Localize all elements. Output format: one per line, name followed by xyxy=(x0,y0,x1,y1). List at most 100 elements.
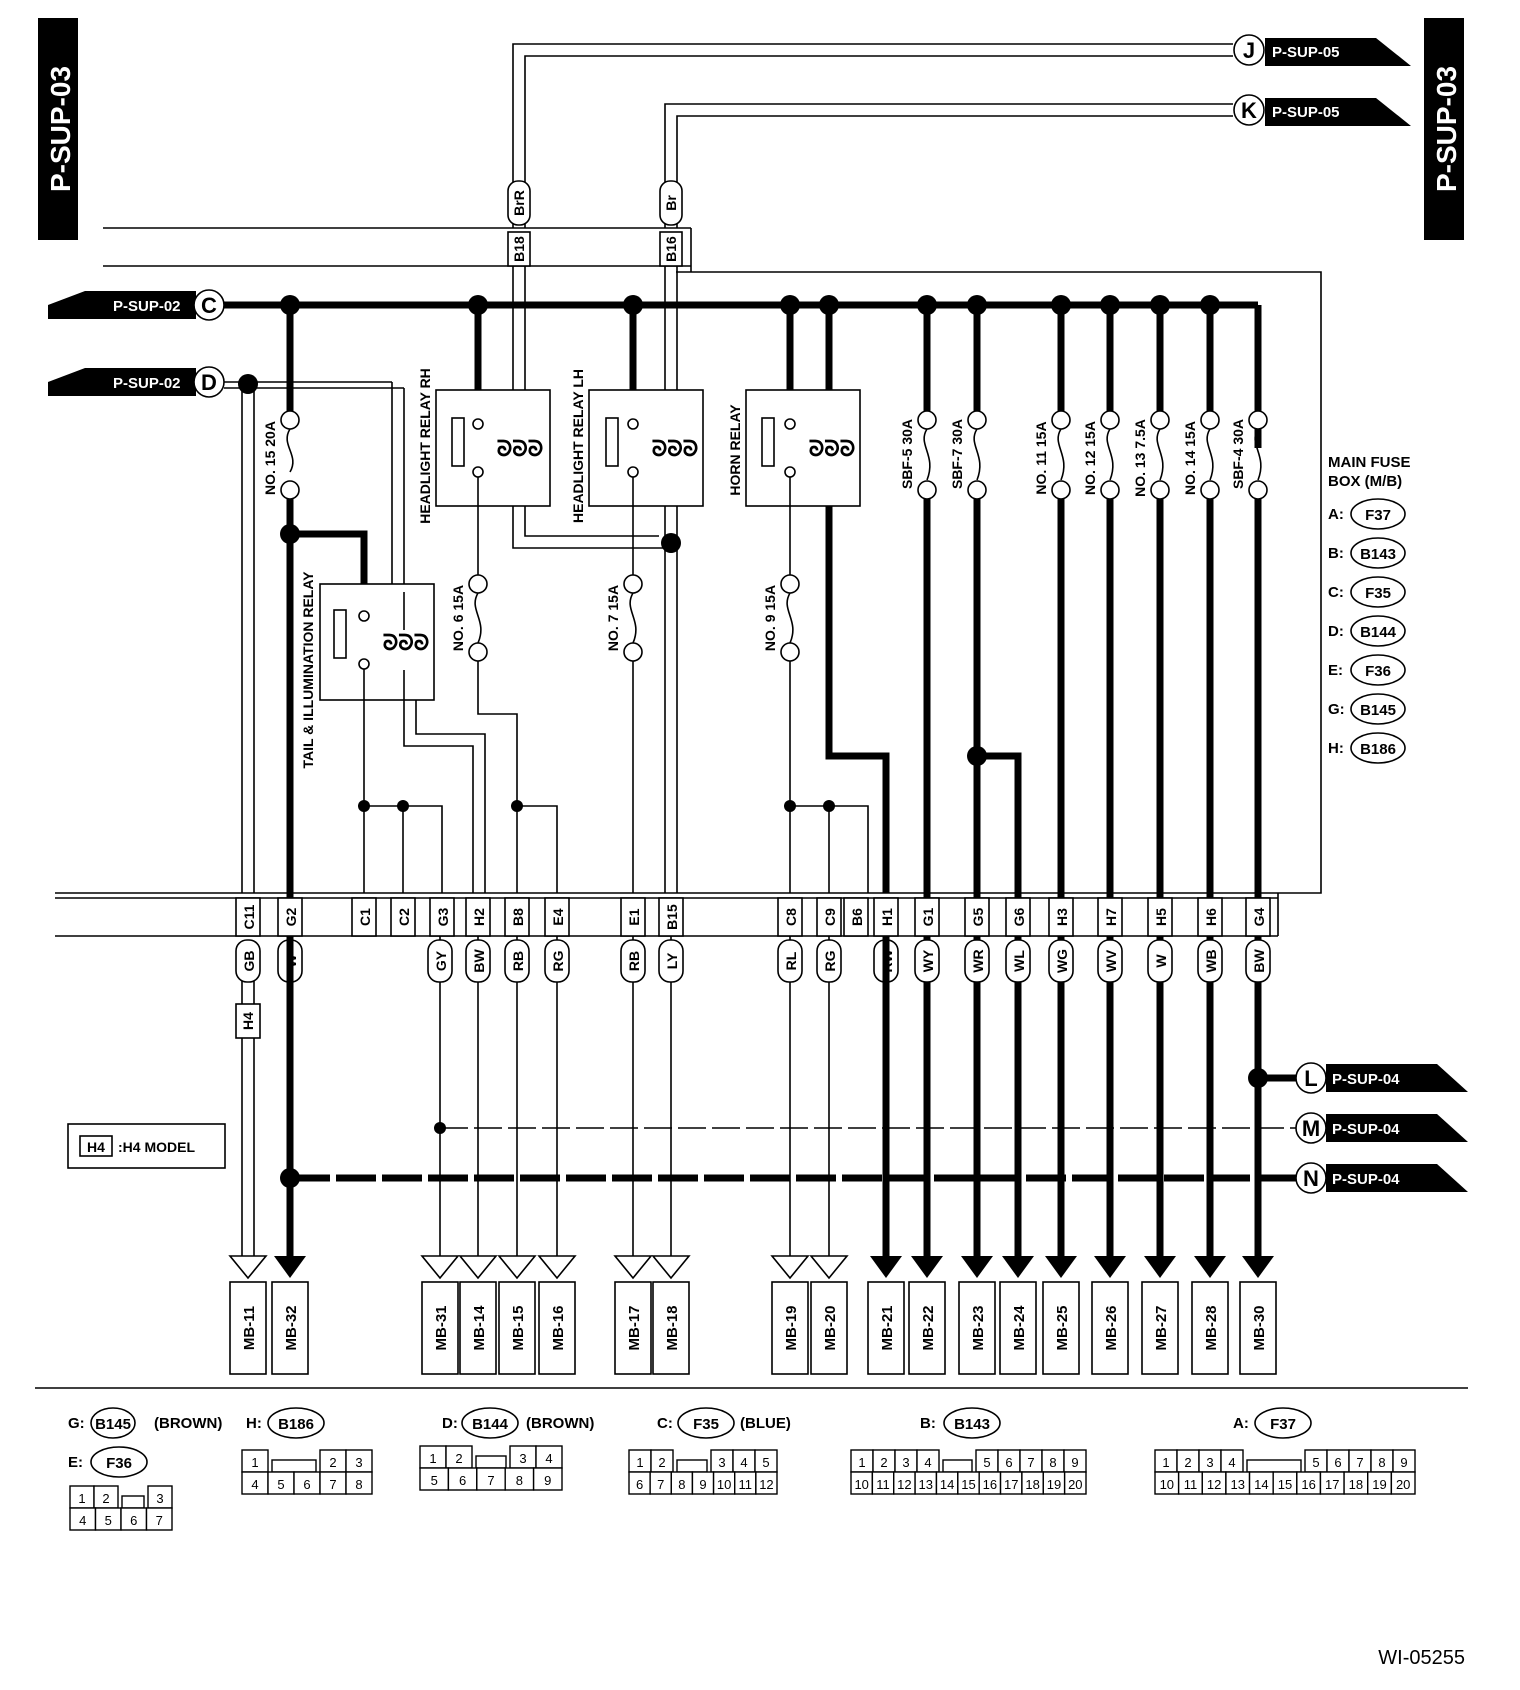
svg-text:1: 1 xyxy=(858,1455,865,1470)
figure-code: WI-05255 xyxy=(1378,1647,1465,1669)
wire-color-label: LY xyxy=(664,952,680,969)
svg-text:ᘐᘐᘐ: ᘐᘐᘐ xyxy=(383,630,429,655)
output-arrow xyxy=(274,1256,306,1278)
wire-color-tag xyxy=(1005,939,1031,983)
svg-text:2: 2 xyxy=(455,1451,462,1466)
output-box xyxy=(867,1281,905,1375)
wire-color-tag xyxy=(777,939,803,983)
terminal-label: G3 xyxy=(435,907,451,926)
svg-text:4: 4 xyxy=(545,1451,552,1466)
terminal-g2 xyxy=(277,897,303,937)
terminal-g6 xyxy=(1005,897,1031,937)
svg-text:6: 6 xyxy=(1334,1455,1341,1470)
fuse-no7: NO. 7 15A xyxy=(605,585,621,651)
terminal-b6 xyxy=(843,897,869,937)
mfb-code-g: B145 xyxy=(1360,702,1396,719)
svg-text:15: 15 xyxy=(1278,1477,1292,1492)
conn-a-code: F37 xyxy=(1270,1416,1296,1433)
conn-g-code: B145 xyxy=(95,1416,131,1433)
svg-text:9: 9 xyxy=(699,1477,706,1492)
output-label: MB-24 xyxy=(1011,1305,1028,1351)
fuse-no11: NO. 11 15A xyxy=(1033,421,1049,494)
output-label: MB-26 xyxy=(1103,1305,1120,1350)
fuse-column-11 xyxy=(1051,305,1071,1265)
wire-color-tag xyxy=(1048,939,1074,983)
conn-h-code: B186 xyxy=(278,1416,314,1433)
fuse-box-outline xyxy=(676,271,1322,894)
svg-text:18: 18 xyxy=(1349,1477,1363,1492)
fuse-column-13 xyxy=(1150,305,1170,1265)
svg-text:10: 10 xyxy=(854,1477,868,1492)
terminal-c11 xyxy=(235,897,261,937)
offpage-K: K P-SUP-05 xyxy=(1233,94,1411,126)
svg-text:9: 9 xyxy=(1400,1455,1407,1470)
terminal-label: G2 xyxy=(283,907,299,926)
offpage-J: J P-SUP-05 xyxy=(1233,34,1411,66)
svg-text:17: 17 xyxy=(1325,1477,1339,1492)
fuse-sbf7: SBF-7 30A xyxy=(949,419,965,489)
output-box xyxy=(229,1281,267,1375)
offpage-K-label: P-SUP-05 xyxy=(1272,104,1340,121)
terminal-g5 xyxy=(964,897,990,937)
wire-color-label: WG xyxy=(1054,949,1070,973)
output-box xyxy=(1239,1281,1277,1375)
output-label: MB-25 xyxy=(1054,1305,1071,1350)
fuse-sbf4: SBF-4 30A xyxy=(1230,419,1246,489)
svg-text:8: 8 xyxy=(1049,1455,1056,1470)
wire-color-label: WV xyxy=(1103,949,1119,972)
svg-text:6: 6 xyxy=(303,1477,310,1492)
svg-text:6: 6 xyxy=(1005,1455,1012,1470)
conn-a-key: A: xyxy=(1233,1415,1249,1432)
terminal-label: H7 xyxy=(1103,908,1119,926)
wire-color-tag xyxy=(658,939,684,983)
svg-text:1: 1 xyxy=(1162,1455,1169,1470)
output-box xyxy=(1042,1281,1080,1375)
mfb-key-g: G: xyxy=(1328,701,1345,718)
conn-c-code: F35 xyxy=(693,1416,719,1433)
fuse-no9: NO. 9 15A xyxy=(762,585,778,651)
conn-c-note: (BLUE) xyxy=(740,1415,791,1432)
svg-text:7: 7 xyxy=(657,1477,664,1492)
svg-text:3: 3 xyxy=(902,1455,909,1470)
svg-text:20: 20 xyxy=(1068,1477,1082,1492)
output-arrow xyxy=(228,1255,268,1280)
main-fuse-box-legend: MAIN FUSE BOX (M/B) A: F37 B: B143 C: F3… xyxy=(1328,454,1411,764)
svg-text:N: N xyxy=(1303,1166,1319,1191)
connector-legend: G: B145 (BROWN) E: F36 H: B186 D: B144 (… xyxy=(68,1407,1312,1478)
svg-text:16: 16 xyxy=(983,1477,997,1492)
conn-d-code: B144 xyxy=(472,1416,509,1433)
svg-text:4: 4 xyxy=(924,1455,931,1470)
svg-text:4: 4 xyxy=(79,1513,86,1528)
mfb-code-d: B144 xyxy=(1360,624,1397,641)
svg-text:7: 7 xyxy=(329,1477,336,1492)
conn-b-key: B: xyxy=(920,1415,936,1432)
mfb-key-c: C: xyxy=(1328,584,1344,601)
wire-color-label: GB xyxy=(241,951,257,972)
svg-text:20: 20 xyxy=(1396,1477,1410,1492)
mfb-title-2: BOX (M/B) xyxy=(1328,473,1402,490)
wire-color-label: RB xyxy=(510,951,526,971)
output-arrow xyxy=(1094,1256,1126,1278)
svg-text:13: 13 xyxy=(1230,1477,1244,1492)
output-arrow xyxy=(458,1255,498,1280)
svg-text:M: M xyxy=(1302,1116,1320,1141)
h4-model-legend: H4 :H4 MODEL xyxy=(67,1123,226,1169)
terminal-label: H3 xyxy=(1054,908,1070,926)
wire-color-tag xyxy=(914,939,940,983)
mfb-code-c: F35 xyxy=(1365,585,1391,602)
svg-text:7: 7 xyxy=(487,1473,494,1488)
svg-text:6: 6 xyxy=(130,1513,137,1528)
output-box xyxy=(421,1281,459,1375)
wire-color-tag xyxy=(1097,939,1123,983)
lower-wiring: GBMB-11WMB-32GYMB-31BWMB-14RBMB-15RGMB-1… xyxy=(228,936,1277,1375)
offpage-C-label: P-SUP-02 xyxy=(113,298,181,315)
terminal-label: H1 xyxy=(879,908,895,926)
output-box xyxy=(1141,1281,1179,1375)
svg-text:11: 11 xyxy=(876,1477,890,1492)
horn-relay: ᘐᘐᘐ xyxy=(745,389,861,507)
wire-color-tag xyxy=(427,939,453,983)
terminal-h5 xyxy=(1147,897,1173,937)
